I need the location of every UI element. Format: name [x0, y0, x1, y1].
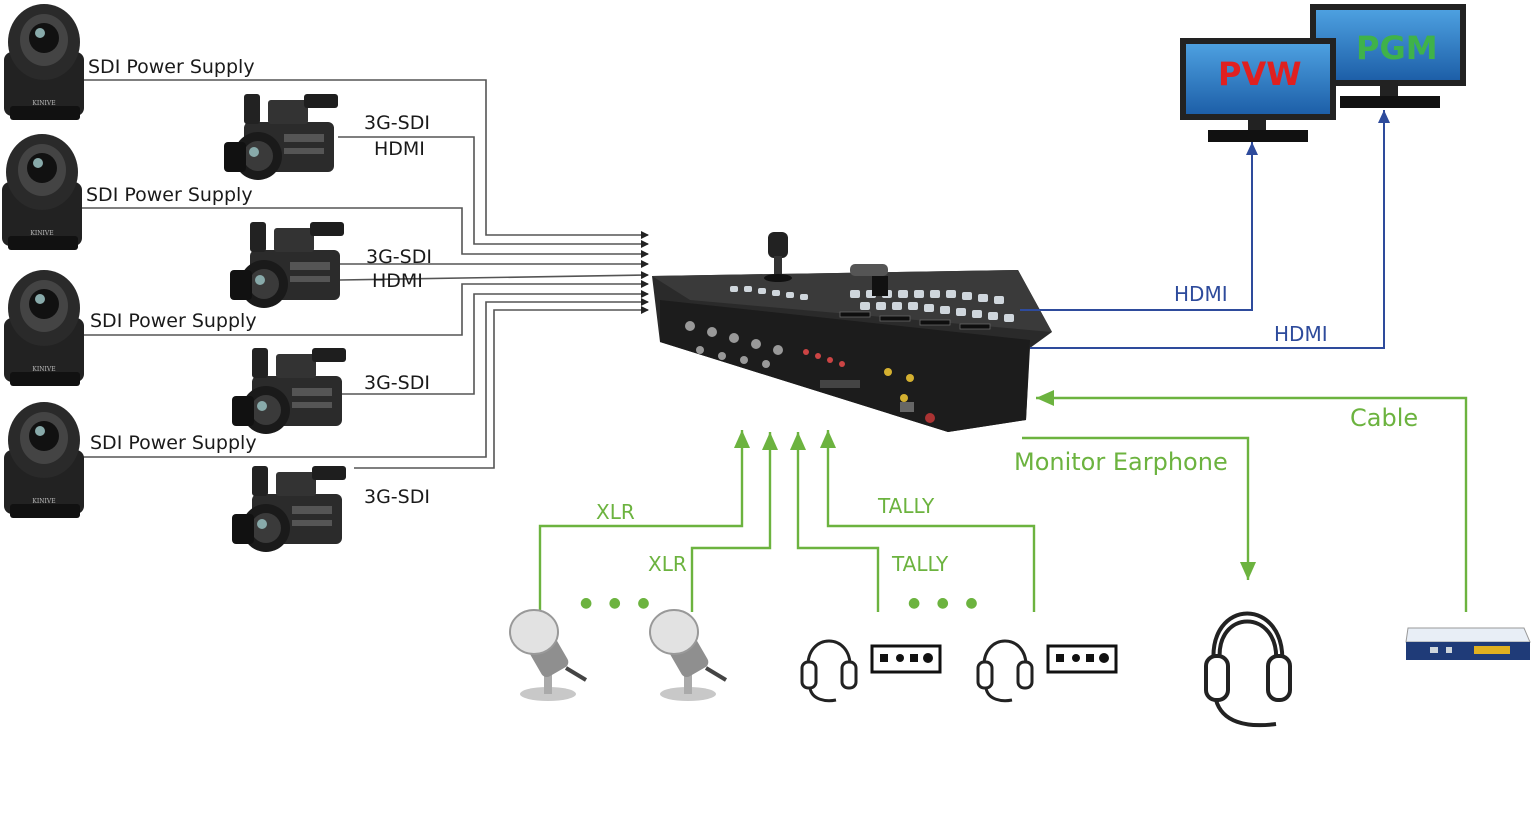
- ptz-camera-icon: KINIVE: [4, 270, 84, 386]
- svg-text:KINIVE: KINIVE: [32, 366, 55, 373]
- tally1-line: [790, 432, 880, 612]
- ptz-label-4: SDI Power Supply: [90, 432, 257, 454]
- cable-cam4: [354, 306, 649, 469]
- hdmi-pvw-label: HDMI: [1174, 282, 1228, 306]
- cam1-sdi-label: 3G-SDI: [364, 112, 430, 134]
- cam4-sdi-label: 3G-SDI: [364, 486, 430, 508]
- cam3-sdi-label: 3G-SDI: [364, 372, 430, 394]
- cam2-sdi-label: 3G-SDI: [366, 246, 432, 268]
- hdmi-pgm-label: HDMI: [1274, 322, 1328, 346]
- pgm-label: PGM: [1356, 29, 1438, 67]
- xlr2-label: XLR: [648, 552, 687, 576]
- source-cables: [82, 79, 649, 469]
- svg-text:KINIVE: KINIVE: [32, 100, 55, 107]
- cam1-hdmi-label: HDMI: [374, 138, 425, 160]
- ptz-label-2: SDI Power Supply: [86, 184, 253, 206]
- camcorder-icon: [232, 348, 346, 434]
- cable-cam2b: [339, 271, 649, 281]
- monitor-earphone-label: Monitor Earphone: [1014, 448, 1228, 476]
- svg-text:KINIVE: KINIVE: [30, 230, 53, 237]
- xlr1-label: XLR: [596, 500, 635, 524]
- xlr1-line: [538, 430, 750, 612]
- cam2-hdmi-label: HDMI: [372, 270, 423, 292]
- tally2-label: TALLY: [892, 552, 949, 576]
- tally-box-icon: [1046, 644, 1118, 674]
- cable-ptz4: [82, 298, 649, 458]
- camcorder-icon: [232, 466, 346, 552]
- hdmi-to-pvw: [1020, 142, 1258, 311]
- cable-ptz2: [82, 207, 649, 258]
- cable-line: [1036, 390, 1468, 612]
- camcorder-icon: [224, 94, 338, 180]
- camcorder-icon: [230, 222, 344, 308]
- ptz-camera-icon: KINIVE: [2, 134, 82, 250]
- tally2-line: [820, 430, 1036, 612]
- headphones-icon: [1204, 611, 1292, 728]
- ptz-camera-icon: KINIVE: [4, 402, 84, 518]
- cable-ptz1: [82, 79, 649, 239]
- xlr2-line: [690, 432, 778, 612]
- headset-icon: [800, 639, 858, 703]
- ptz-label-1: SDI Power Supply: [88, 56, 255, 78]
- earphone-line: [1022, 436, 1256, 580]
- microphone-icon: [649, 609, 728, 701]
- monitor-icon: [1180, 38, 1336, 142]
- headset-icon: [976, 639, 1034, 703]
- tally-ellipsis: ● ● ●: [908, 595, 984, 611]
- switcher-console-icon: [652, 232, 1052, 432]
- pvw-label: PVW: [1218, 55, 1302, 93]
- ptz-label-3: SDI Power Supply: [90, 310, 257, 332]
- cable-cam3: [340, 290, 649, 395]
- microphone-icon: [509, 609, 588, 701]
- peripheral-cables: [538, 390, 1468, 612]
- tally1-label: TALLY: [878, 494, 935, 518]
- cable-cam1: [338, 136, 649, 248]
- cable-ptz3: [82, 280, 649, 336]
- hdmi-to-pgm: [1030, 110, 1390, 349]
- cable-label: Cable: [1350, 404, 1419, 432]
- hdmi-outputs: [1020, 110, 1390, 349]
- mic-ellipsis: ● ● ●: [580, 595, 656, 611]
- network-switch-icon: [1405, 627, 1531, 660]
- svg-text:KINIVE: KINIVE: [32, 498, 55, 505]
- tally-box-icon: [870, 644, 942, 674]
- ptz-camera-icon: KINIVE: [4, 4, 84, 120]
